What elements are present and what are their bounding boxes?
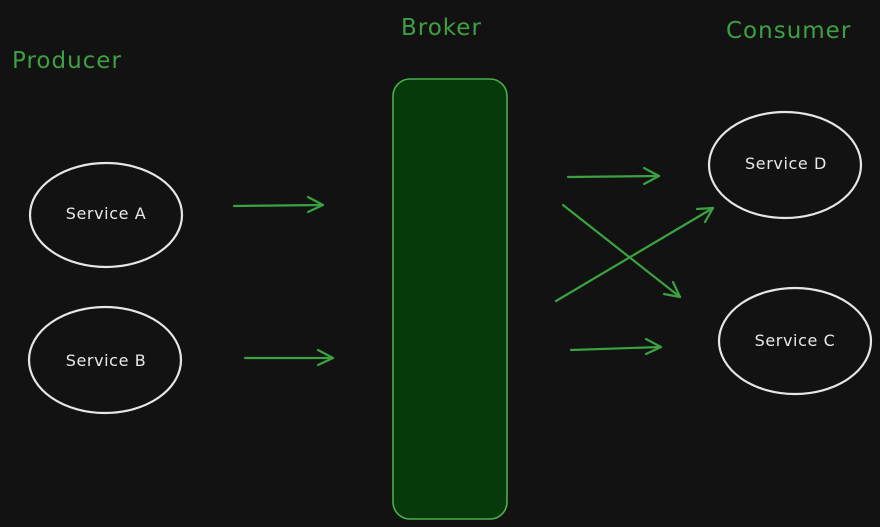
service-c-label: Service C xyxy=(755,331,836,350)
producer-header: Producer xyxy=(12,48,122,74)
service-b-node: Service B xyxy=(27,305,183,415)
service-d-node: Service D xyxy=(707,110,863,220)
arrow-broker-to-service-d xyxy=(566,166,661,186)
arrow-cross-down-to-service-c xyxy=(561,203,682,299)
arrow-service-b-to-broker xyxy=(243,348,335,367)
arrow-broker-to-service-c xyxy=(569,337,663,356)
service-a-ellipse xyxy=(28,161,184,269)
broker-bar xyxy=(392,78,508,520)
service-a-label: Service A xyxy=(66,204,147,223)
service-b-ellipse xyxy=(27,305,183,415)
consumer-header: Consumer xyxy=(726,18,851,44)
service-c-node: Service C xyxy=(717,286,873,396)
service-b-label: Service B xyxy=(66,351,147,370)
service-d-ellipse xyxy=(707,110,863,220)
service-a-node: Service A xyxy=(28,161,184,269)
service-d-label: Service D xyxy=(745,154,827,173)
arrow-cross-up-to-service-d xyxy=(554,206,715,303)
service-c-ellipse xyxy=(717,286,873,396)
arrow-service-a-to-broker xyxy=(232,195,325,214)
broker-header: Broker xyxy=(401,15,482,41)
